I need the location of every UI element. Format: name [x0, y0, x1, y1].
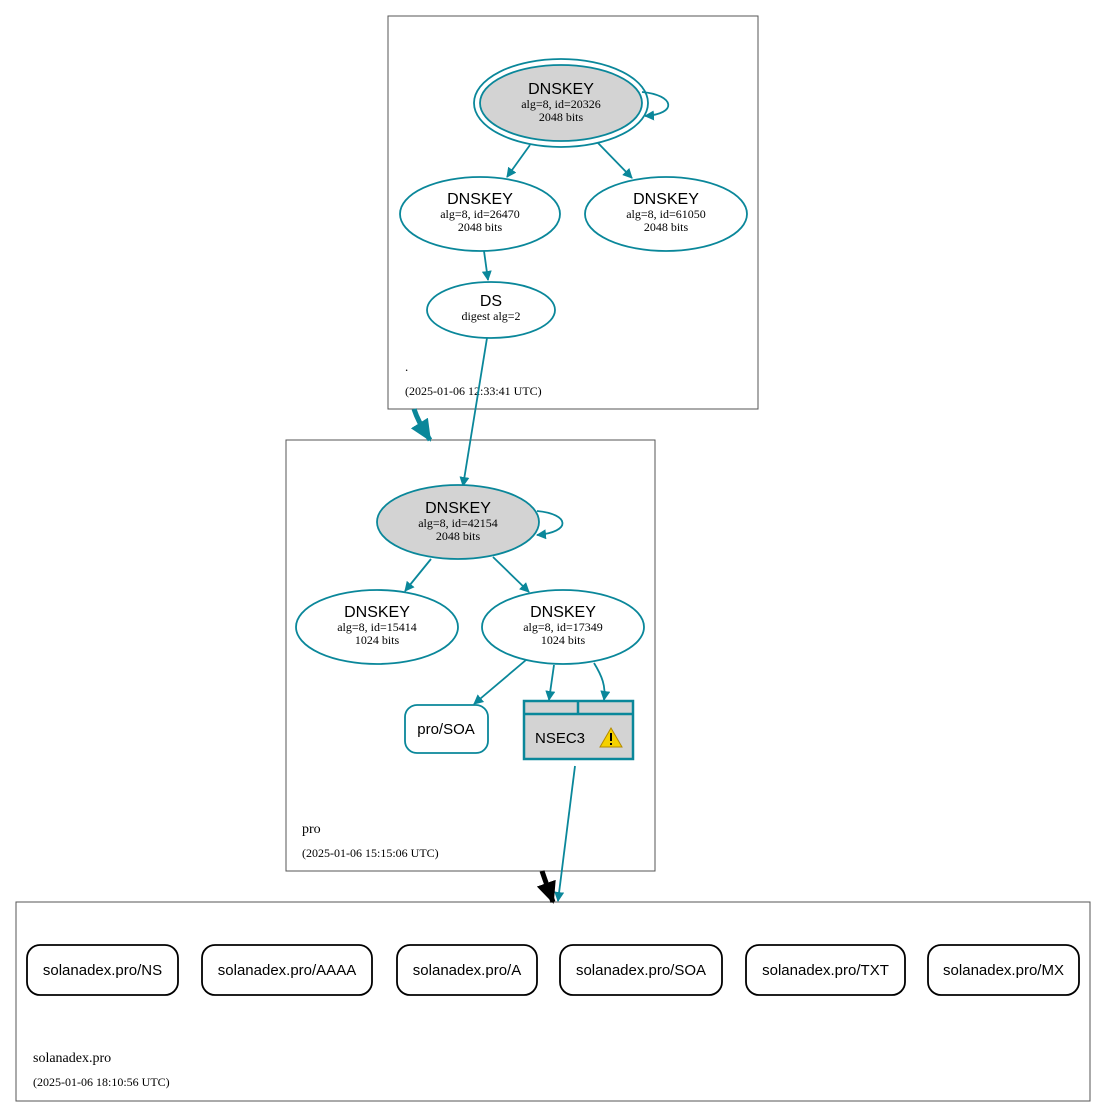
zone-solanadex-box — [15, 901, 1091, 1102]
node-pro-ksk[interactable]: DNSKEY alg=8, id=42154 2048 bits — [376, 484, 540, 560]
zone-root-name: . — [405, 359, 408, 374]
edge-root-ksk-self — [641, 91, 670, 121]
record-node-box — [396, 944, 538, 996]
zone-solanadex-timestamp: (2025-01-06 18:10:56 UTC) — [33, 1075, 170, 1089]
record-node-label: solanadex.pro/SOA — [576, 962, 706, 979]
edge-pro-ksk-zsk2 — [492, 556, 530, 593]
record-node-box — [26, 944, 179, 996]
delegation-pro-solanadex-arrow — [536, 870, 556, 904]
record-node-label: solanadex.pro/AAAA — [218, 962, 356, 979]
node-root-ksk[interactable]: DNSKEY alg=8, id=20326 2048 bits — [473, 58, 649, 148]
record-node-box — [559, 944, 723, 996]
node-root-zsk1-line1: alg=8, id=26470 — [440, 207, 520, 221]
zone-pro-timestamp: (2025-01-06 15:15:06 UTC) — [302, 846, 439, 860]
node-root-zsk2-line1: alg=8, id=61050 — [626, 207, 706, 221]
edge-pro-ksk-zsk1 — [404, 558, 432, 592]
node-root-ksk-title: DNSKEY — [528, 81, 594, 98]
record-nodes: solanadex.pro/NS solanadex.pro/AAAA solana… — [26, 944, 1080, 996]
node-pro-zsk-17349[interactable]: DNSKEY alg=8, id=17349 1024 bits — [481, 589, 645, 665]
zone-root-box — [387, 15, 759, 410]
node-root-zsk-61050[interactable]: DNSKEY alg=8, id=61050 2048 bits — [584, 176, 748, 252]
edge-pro-zsk2-nsec3-a — [545, 664, 556, 701]
node-pro-zsk2-line2: 1024 bits — [541, 633, 586, 647]
node-nsec3[interactable]: NSEC3 — [522, 699, 635, 761]
record-node-label: solanadex.pro/A — [413, 962, 521, 979]
zone-solanadex-name: solanadex.pro — [33, 1051, 111, 1066]
edge-nsec3-solanadex — [554, 765, 576, 902]
node-root-zsk1-line2: 2048 bits — [458, 220, 503, 234]
node-root-ds-line1: digest alg=2 — [461, 309, 520, 323]
node-root-zsk1-title: DNSKEY — [447, 191, 513, 208]
node-pro-ksk-title: DNSKEY — [425, 500, 491, 517]
edge-root-ksk-zsk2 — [597, 142, 633, 179]
node-pro-zsk1-line2: 1024 bits — [355, 633, 400, 647]
edge-root-ksk-zsk1 — [506, 144, 531, 178]
node-root-zsk2-title: DNSKEY — [633, 191, 699, 208]
record-node-label: solanadex.pro/NS — [43, 962, 162, 979]
node-pro-ksk-line2: 2048 bits — [436, 529, 481, 543]
node-pro-zsk1-line1: alg=8, id=15414 — [337, 620, 417, 634]
record-node-ns[interactable]: solanadex.pro/NS — [26, 944, 179, 996]
node-pro-soa[interactable]: pro/SOA — [404, 704, 489, 754]
edge-pro-ksk-self — [536, 510, 564, 540]
zone-pro-name: pro — [302, 822, 321, 837]
edge-ds-pro-ksk — [459, 337, 488, 487]
record-node-box — [927, 944, 1080, 996]
record-node-mx[interactable]: solanadex.pro/MX — [927, 944, 1080, 996]
node-nsec3-label: NSEC3 — [535, 730, 585, 747]
node-pro-zsk2-title: DNSKEY — [530, 604, 596, 621]
record-node-label: solanadex.pro/TXT — [762, 962, 889, 979]
node-root-zsk-26470[interactable]: DNSKEY alg=8, id=26470 2048 bits — [399, 176, 561, 252]
zone-root-timestamp: (2025-01-06 12:33:41 UTC) — [405, 384, 542, 398]
delegation-root-pro-arrow — [410, 408, 433, 442]
edge-pro-zsk2-soa — [473, 659, 527, 705]
edge-pro-zsk2-nsec3-b — [593, 662, 611, 701]
node-pro-zsk2-line1: alg=8, id=17349 — [523, 620, 603, 634]
node-root-ksk-line1: alg=8, id=20326 — [521, 97, 601, 111]
node-root-ds-title: DS — [480, 293, 502, 310]
node-root-zsk2-line2: 2048 bits — [644, 220, 689, 234]
node-root-ksk-line2: 2048 bits — [539, 110, 584, 124]
record-node-a[interactable]: solanadex.pro/A — [396, 944, 538, 996]
record-node-label: solanadex.pro/MX — [943, 962, 1064, 979]
node-root-ds[interactable]: DS digest alg=2 — [426, 281, 556, 339]
edge-root-zsk1-ds — [481, 250, 492, 281]
warning-icon — [599, 727, 623, 748]
node-pro-soa-label: pro/SOA — [417, 721, 475, 738]
node-pro-ksk-line1: alg=8, id=42154 — [418, 516, 498, 530]
node-pro-zsk1-title: DNSKEY — [344, 604, 410, 621]
record-node-box — [201, 944, 373, 996]
node-pro-zsk-15414[interactable]: DNSKEY alg=8, id=15414 1024 bits — [295, 589, 459, 665]
record-node-txt[interactable]: solanadex.pro/TXT — [745, 944, 906, 996]
record-node-aaaa[interactable]: solanadex.pro/AAAA — [201, 944, 373, 996]
record-node-box — [745, 944, 906, 996]
record-node-soa[interactable]: solanadex.pro/SOA — [559, 944, 723, 996]
